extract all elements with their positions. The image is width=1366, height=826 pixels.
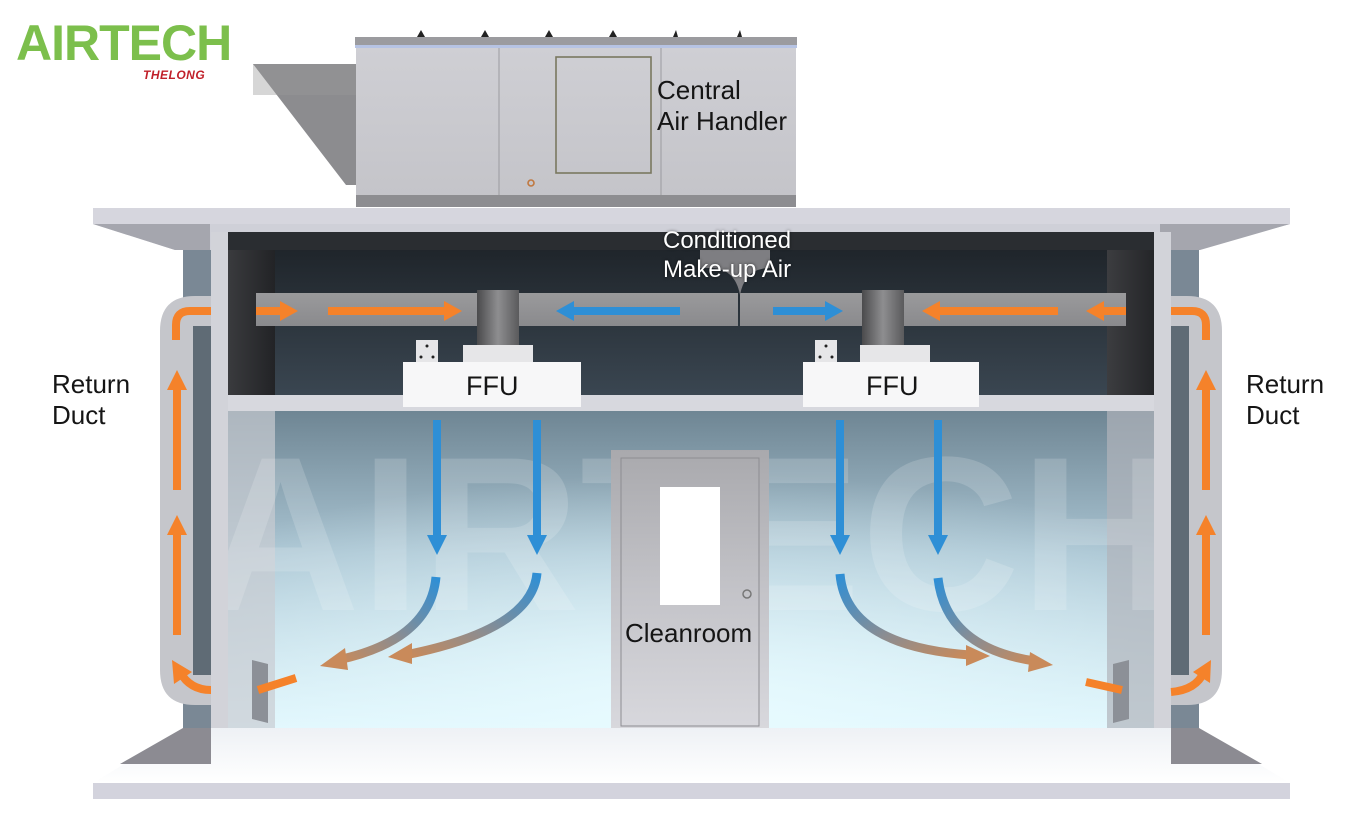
left-wall-column xyxy=(211,232,228,762)
ffu-left xyxy=(403,340,581,407)
return-arrow-plenum-right-1-head xyxy=(1086,301,1104,321)
return-arrow-duct-right-2-head xyxy=(1196,515,1216,535)
return-arrow-duct-right-bottom-head xyxy=(1193,660,1211,683)
makeup-air-label-line2: Make-up Air xyxy=(663,255,792,283)
return-duct-right xyxy=(1171,296,1222,705)
makeup-air-inlet xyxy=(700,250,770,295)
supply-arrow-ffu-left-2-head xyxy=(527,535,547,555)
room-sweep-left-1 xyxy=(337,576,441,665)
return-arrow-grille-right xyxy=(1085,678,1123,694)
return-arrow-duct-left-1-head xyxy=(167,370,187,390)
return-arrow-duct-left-2-head xyxy=(167,515,187,535)
ffu-right-connector xyxy=(862,290,904,348)
air-handler-hood xyxy=(253,64,356,185)
return-duct-right-label: Return Duct xyxy=(1246,369,1324,431)
indicator-light xyxy=(527,179,535,187)
return-arrow-plenum-left-1-head xyxy=(280,301,298,321)
supply-arrow-ffu-right-2-head xyxy=(928,535,948,555)
room-sweep-right-1-head xyxy=(966,645,990,666)
room-sweep-left-1-head xyxy=(320,648,348,670)
floor-slab xyxy=(93,728,1290,799)
room-sweep-left-2 xyxy=(404,572,542,660)
supply-arrow-makeup-right-head xyxy=(825,301,843,321)
door-window xyxy=(660,487,720,605)
room-sweep-right-2-head xyxy=(1028,652,1053,672)
door-knob xyxy=(742,589,752,599)
return-arrow-grille-left xyxy=(256,674,298,694)
makeup-air-label: Conditioned Make-up Air xyxy=(663,227,791,285)
return-arrow-plenum-left-2-head xyxy=(444,301,462,321)
brand-logo: AIRTECH xyxy=(16,15,232,71)
right-wall-column xyxy=(1154,232,1171,762)
ffu-left-connector xyxy=(477,290,519,348)
ceiling-grid-beam xyxy=(224,395,1158,411)
makeup-air-label-line1: Conditioned xyxy=(663,227,792,254)
room-sweep-left-2-head xyxy=(388,643,412,664)
central-air-handler xyxy=(355,30,797,207)
room-sweep-right-1 xyxy=(835,573,971,660)
room-sweep-right-2 xyxy=(933,577,1036,666)
cleanroom-label: Cleanroom xyxy=(625,618,753,648)
return-arrow-duct-left-top xyxy=(172,307,211,340)
brand-sub-logo: THELONG xyxy=(143,68,206,82)
return-duct-left-line1: Return xyxy=(52,369,131,399)
return-duct-right-line2: Duct xyxy=(1246,400,1300,431)
return-duct-left-line2: Duct xyxy=(52,400,106,431)
ffu-left-label: FFU xyxy=(466,371,519,401)
ffu-right xyxy=(803,340,979,407)
return-arrow-duct-left-bottom-head xyxy=(172,660,192,684)
supply-arrow-ffu-right-1-head xyxy=(830,535,850,555)
return-duct-left xyxy=(160,296,211,705)
return-arrow-duct-right-1-head xyxy=(1196,370,1216,390)
return-duct-right-line1: Return xyxy=(1246,369,1325,399)
return-arrow-plenum-right-2-head xyxy=(922,301,940,321)
air-handler-label-line1: Central xyxy=(657,75,741,105)
air-handler-label-line2: Air Handler xyxy=(657,106,788,137)
access-panel xyxy=(555,56,652,174)
supply-arrow-makeup-left-head xyxy=(556,301,574,321)
return-duct-left-label: Return Duct xyxy=(52,369,130,431)
cleanroom-door xyxy=(611,450,769,730)
air-handler-label: Central Air Handler xyxy=(657,75,787,137)
ffu-right-label: FFU xyxy=(866,371,919,401)
return-arrow-duct-right-top xyxy=(1171,307,1210,340)
supply-arrow-ffu-left-1-head xyxy=(427,535,447,555)
